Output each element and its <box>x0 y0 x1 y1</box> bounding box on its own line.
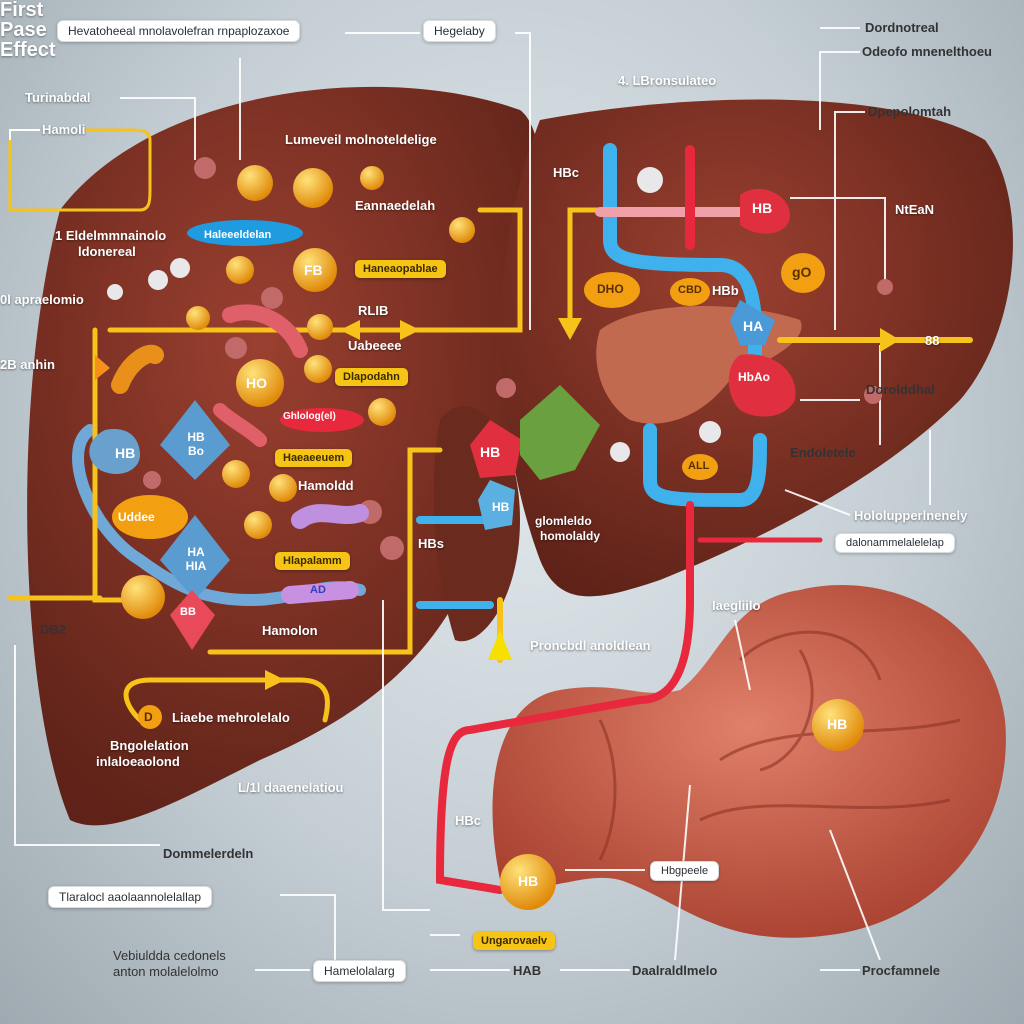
label-odeofo: Odeofo mnenelthoeu <box>862 44 992 59</box>
label-vebiuldda-1: Vebiuldda cedonels <box>113 948 226 963</box>
ybox-hlapalamm: Hlapalamm <box>275 552 350 570</box>
box-dalonammelalelelap: dalonammelalelelap <box>835 533 955 553</box>
label-eannaedelah: Eannaedelah <box>355 198 436 213</box>
oval-uddee: Uddee <box>118 510 155 524</box>
label-vebiuldda-2: anton molalelolmo <box>113 964 219 979</box>
label-turinabdal: Turinabdal <box>25 90 91 105</box>
red-pill-label: Ghlolog(el) <box>283 411 336 422</box>
box-hamelolalarg: Hamelolalarg <box>313 960 406 982</box>
label-hamolon: Hamolon <box>262 623 318 638</box>
label-ntean: NtEaN <box>895 202 935 217</box>
label-lumeveil: Lumeveil molnoteldelige <box>285 132 437 147</box>
label-iaegliilo: Iaegliilo <box>712 598 761 613</box>
label-bngolelation-1: Bngolelation <box>110 738 189 753</box>
label-dordnotreal: Dordnotreal <box>865 20 939 35</box>
label-procfamnele: Procfamnele <box>862 963 941 978</box>
box-hbgpeele: Hbgpeele <box>650 861 720 881</box>
label-hbb: HBb <box>712 283 739 298</box>
badge-cbd: CBD <box>678 284 702 296</box>
ybox-haneaopablae: Haneaopablae <box>355 260 446 278</box>
node-hb-center2: HB <box>492 500 510 514</box>
label-glomleldo-2: homolaldy <box>540 529 601 543</box>
label-hbc-top: HBc <box>553 165 580 180</box>
label-hamoli: Hamoli <box>42 122 86 137</box>
blue-pill-label: Haleeeldelan <box>204 229 272 241</box>
label-glomleldo-1: glomleldo <box>535 514 592 528</box>
ybox-dlapodahn: Dlapodahn <box>335 368 408 386</box>
first-pass-effect-label: First Pase Effect <box>0 0 56 61</box>
label-eldel-1: 1 Eldelmmnainolo <box>55 228 167 243</box>
label-anhin: 2B anhin <box>0 357 55 372</box>
node-hb-bo: HB Bo <box>187 430 205 458</box>
badge-go: gO <box>792 264 812 280</box>
hegelaby-box: Hegelaby <box>423 20 496 42</box>
label-rlib: RLIB <box>358 303 389 318</box>
label-eldel-2: ldonereal <box>78 244 136 259</box>
badge-d: D <box>144 710 153 724</box>
label-dommelerdeln: Dommelerdeln <box>163 846 254 861</box>
node-hbao: HbAo <box>738 370 770 384</box>
badge-all: ALL <box>688 460 710 472</box>
label-lbronsulateo: 4. LBronsulateo <box>618 73 717 88</box>
node-hb-center: HB <box>480 444 501 460</box>
node-ha-hia: HA HIA <box>185 545 207 573</box>
node-ad: AD <box>310 584 326 596</box>
label-88: 88 <box>925 333 940 348</box>
ybox-ungarovaelv: Ungarovaelv <box>473 932 556 950</box>
title-box: Hevatoheeal mnolavolefran rnpaplozaxoe <box>57 20 301 42</box>
label-hololup: Hololupperlnenely <box>854 508 968 523</box>
label-endoletele: Endoletele <box>790 445 856 460</box>
node-hb-left: HB <box>115 445 136 461</box>
label-apraelomio: 0l apraelomio <box>0 292 84 307</box>
ball-hb: HB <box>518 873 539 889</box>
label-dorolddhal: Dorolddhal <box>866 382 935 397</box>
node-bb: BB <box>180 606 196 618</box>
box-tlaralocl: Tlaralocl aaolaannolelallap <box>48 886 213 908</box>
node-ho: HO <box>246 375 267 391</box>
label-db2: DB2 <box>40 622 67 637</box>
node-ha: HA <box>743 318 764 334</box>
ybox-haeaeeuem: Haeaeeuem <box>275 449 353 467</box>
label-liaebe: Liaebe mehrolelalo <box>172 710 290 725</box>
label-hbs: HBs <box>418 536 445 551</box>
label-bngolelation-2: inlaloeaolond <box>96 754 180 769</box>
label-hbc: HBc <box>455 813 482 828</box>
node-fb: FB <box>304 262 323 278</box>
label-hamoldd: Hamoldd <box>298 478 354 493</box>
label-dpepolomtah: Dpepolomtah <box>868 104 952 119</box>
label-uabeeee: Uabeeee <box>348 338 402 353</box>
node-hb-red: HB <box>752 200 773 216</box>
label-daaenelatiou: L/1l daaenelatiou <box>238 780 344 795</box>
label-proncbdl: Proncbdl anoldlean <box>530 638 651 653</box>
label-hab: HAB <box>513 963 542 978</box>
label-daalraldlmelo: Daalraldlmelo <box>632 963 718 978</box>
stomach-hb: HB <box>827 716 848 732</box>
badge-dho: DHO <box>597 282 624 296</box>
